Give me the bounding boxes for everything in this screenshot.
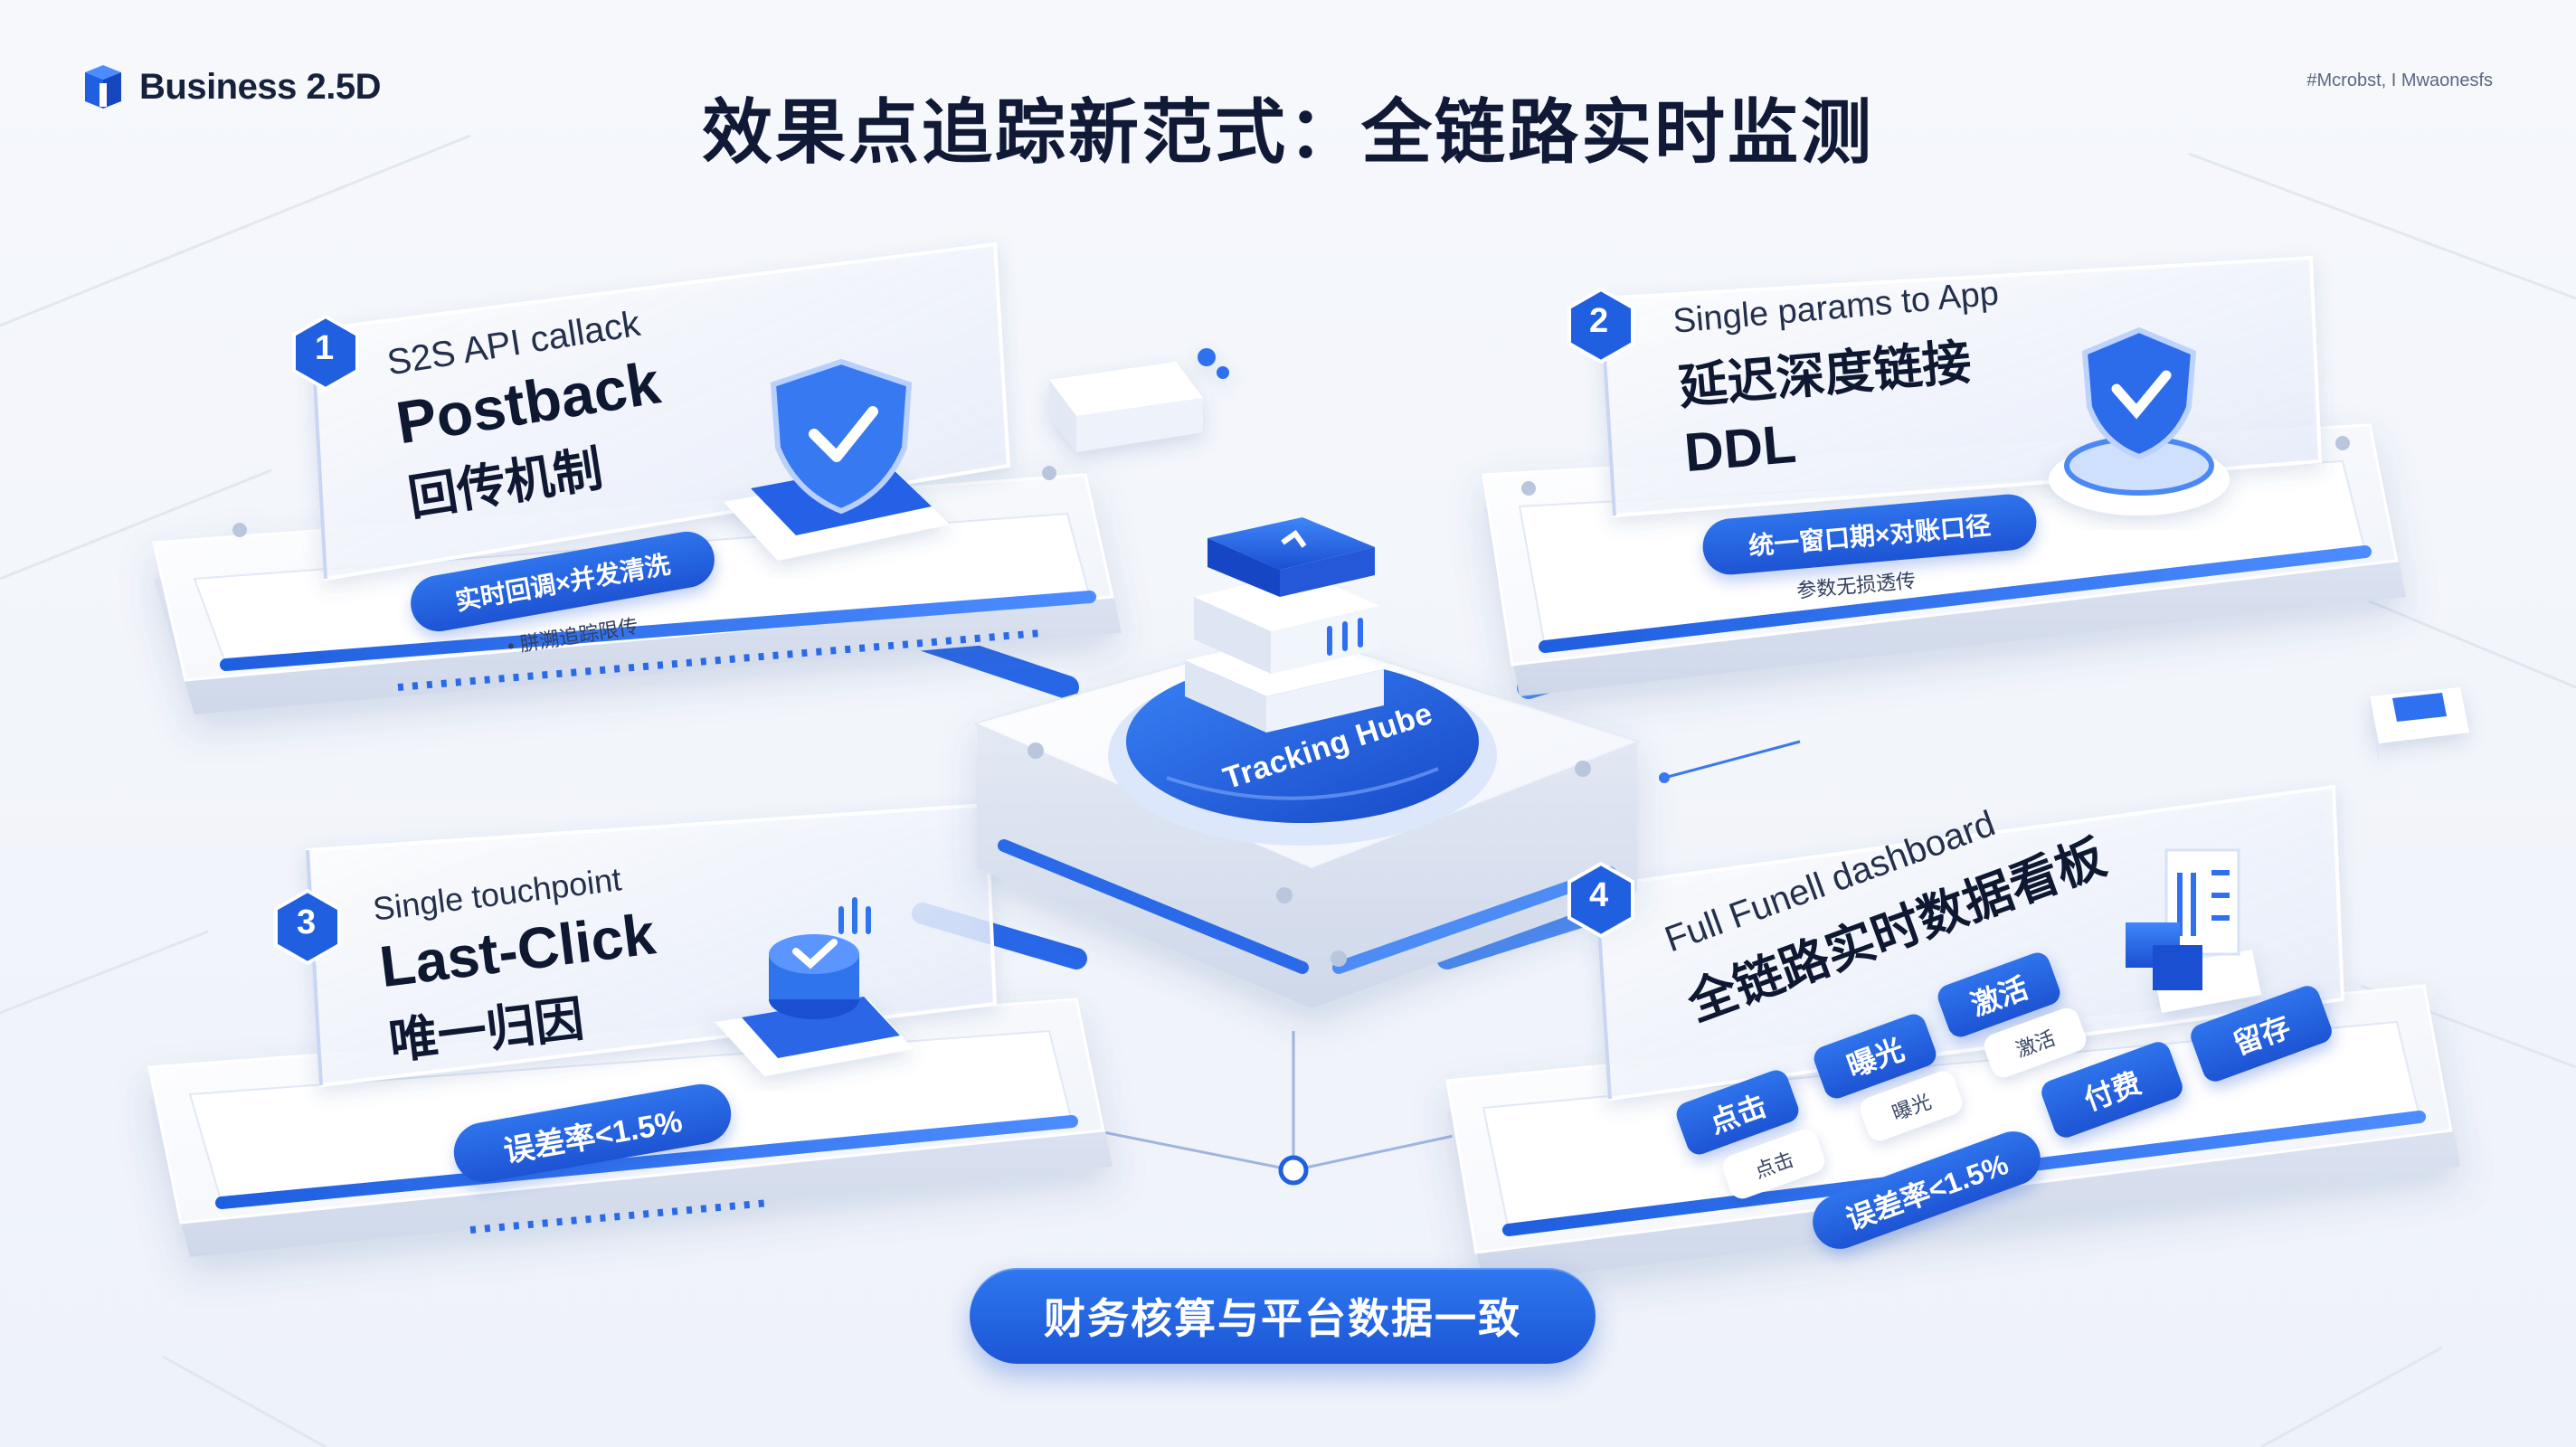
floating-cube-widget: [1049, 348, 1229, 452]
number-badge-4: [1567, 861, 1634, 939]
number-badge-3: [274, 888, 341, 966]
check-button-icon: [715, 897, 914, 1076]
bottom-banner: 财务核算与平台数据一致: [970, 1268, 1596, 1364]
number-badge-2: [1567, 287, 1634, 364]
card-1-number: 1: [315, 329, 335, 367]
card-3-number: 3: [297, 903, 317, 941]
brand: Business 2.5D: [81, 63, 381, 110]
number-badge-1: [292, 314, 359, 392]
server-stack-icon: [1185, 517, 1384, 733]
card-3-text: Single touchpoint Last-Click 唯一归因: [371, 857, 668, 1073]
shield-check-icon: [724, 358, 950, 561]
brand-name: Business 2.5D: [139, 66, 381, 107]
dashboard-icon: [2126, 848, 2261, 1013]
card-2-number: 2: [1589, 302, 1609, 340]
card-2-text: Single params to App 延迟深度链接 DDL: [1672, 275, 2012, 485]
shield-badge-icon: [2049, 326, 2230, 515]
card-4-number: 4: [1589, 876, 1609, 914]
watermark: #Mcrobst, I Mwaonesfs: [2306, 71, 2493, 90]
page-title: 效果点追踪新范式：全链路实时监测: [701, 92, 1874, 172]
floating-tile-widget: [2370, 687, 2469, 761]
cube-logo-icon: [85, 65, 121, 109]
